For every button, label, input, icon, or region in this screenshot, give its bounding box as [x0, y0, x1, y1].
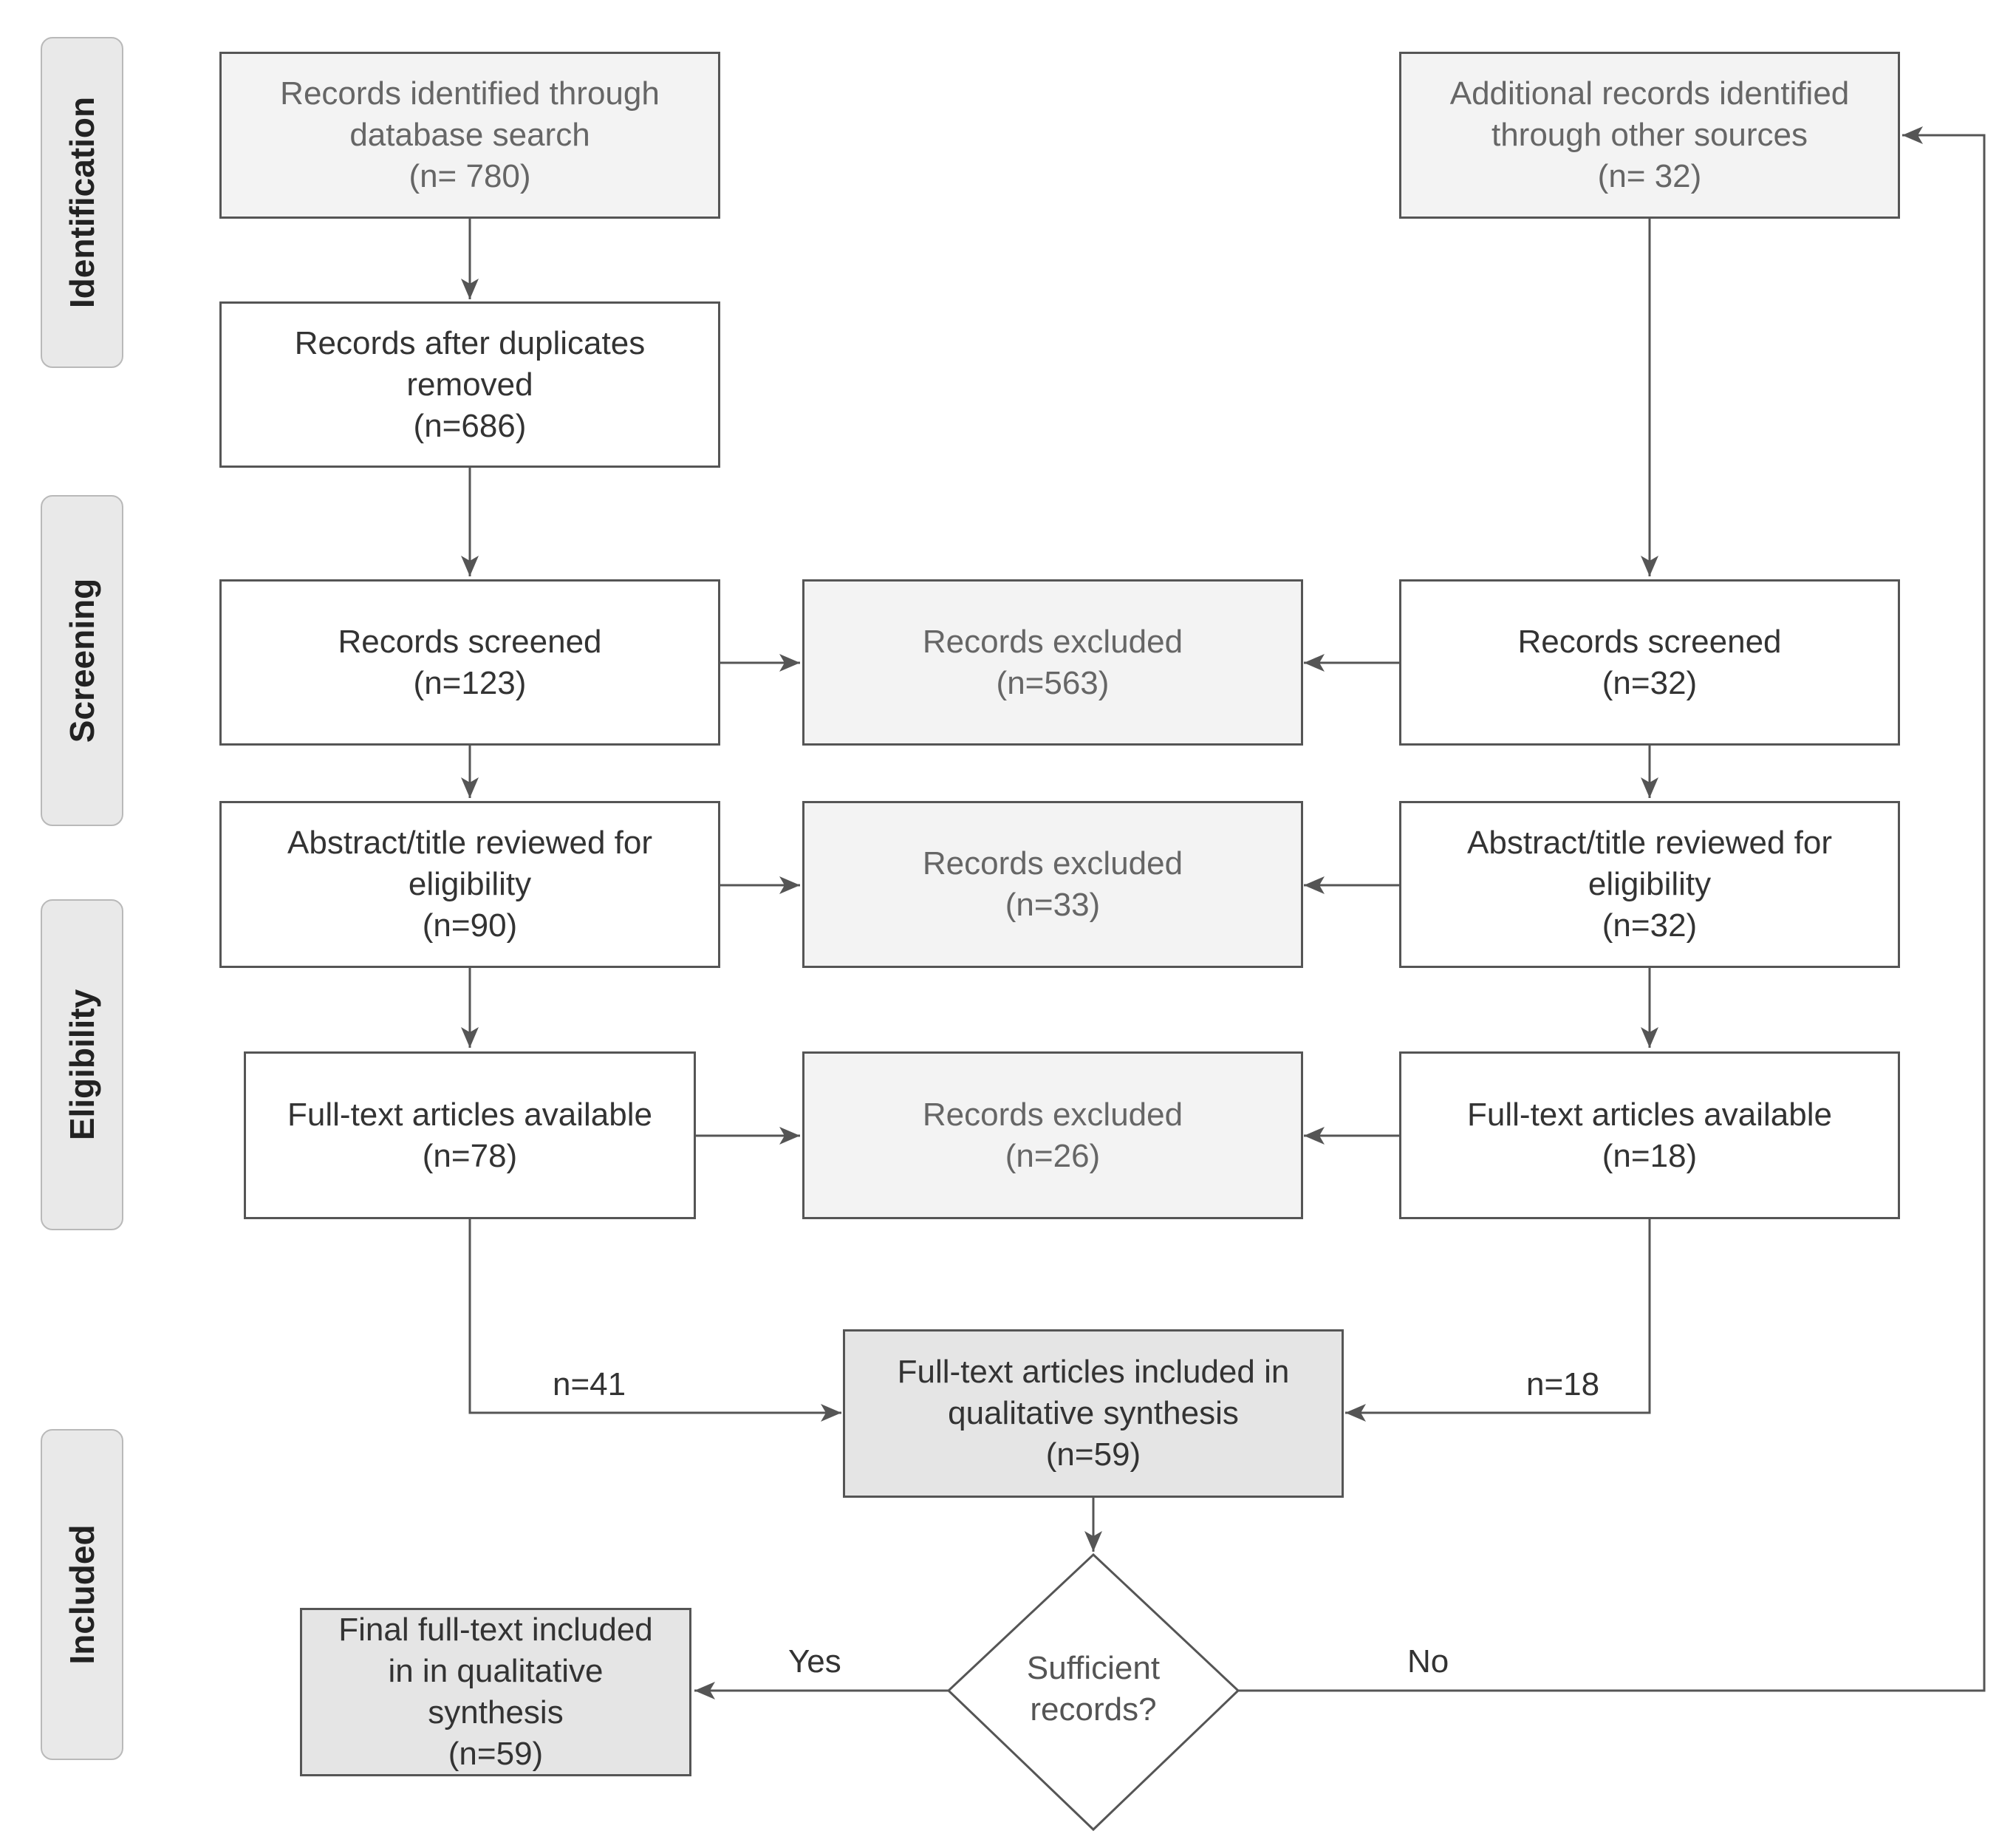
box-line: Additional records identified [1449, 75, 1850, 112]
box-duplicates-removed: Records after duplicates removed (n=686) [219, 301, 720, 468]
box-line: removed [406, 366, 533, 403]
box-other-sources: Additional records identified through ot… [1399, 52, 1900, 219]
box-abstract-reviewed-left: Abstract/title reviewed for eligibility … [219, 801, 720, 968]
box-line: (n=33) [1005, 887, 1101, 923]
box-line: Records after duplicates [294, 324, 646, 361]
box-line: (n=32) [1602, 664, 1698, 701]
box-line: Full-text articles available [1467, 1096, 1832, 1133]
arrow-left-to-synthesis [468, 1219, 841, 1422]
box-line: (n= 32) [1597, 158, 1702, 194]
box-final-included: Final full-text included in in qualitati… [300, 1608, 691, 1776]
box-line: Abstract/title reviewed for [287, 825, 652, 861]
edge-label-left-count: n=41 [553, 1366, 626, 1402]
phase-identification: Identification [41, 37, 123, 368]
box-line: Records screened [338, 623, 602, 660]
box-line: (n= 780) [409, 158, 531, 194]
phase-screening: Screening [41, 495, 123, 826]
box-line: (n=59) [1045, 1436, 1141, 1473]
arrow-no-loop-back [1238, 126, 1986, 1692]
phase-label: Screening [63, 578, 101, 743]
box-line: (n=563) [996, 664, 1110, 701]
box-line: (n=32) [1602, 907, 1698, 944]
box-line: (n=59) [448, 1736, 544, 1772]
decision-line: records? [1030, 1691, 1157, 1728]
box-line: eligibility [1588, 866, 1712, 902]
phase-label: Included [63, 1524, 101, 1665]
box-line: (n=90) [422, 907, 518, 944]
box-line: qualitative synthesis [948, 1395, 1239, 1431]
box-line: in in qualitative [388, 1653, 604, 1689]
box-line: Records excluded [922, 1096, 1183, 1133]
box-line: Records excluded [922, 623, 1183, 660]
box-line: (n=78) [422, 1137, 518, 1174]
box-qualitative-synthesis: Full-text articles included in qualitati… [843, 1329, 1344, 1498]
box-line: database search [349, 117, 590, 153]
box-line: Abstract/title reviewed for [1467, 825, 1832, 861]
edge-label-yes: Yes [788, 1643, 841, 1680]
box-line: synthesis [428, 1694, 564, 1731]
box-line: Records screened [1517, 623, 1782, 660]
box-database-search: Records identified through database sear… [219, 52, 720, 219]
box-line: Full-text articles available [287, 1096, 652, 1133]
box-line: Records excluded [922, 845, 1183, 882]
decision-label: Sufficient records? [983, 1648, 1204, 1731]
phase-label: Eligibility [63, 989, 101, 1141]
phase-included: Included [41, 1429, 123, 1760]
box-line: (n=686) [413, 407, 527, 444]
decision-diamond [946, 1552, 1240, 1832]
box-fulltext-available-right: Full-text articles available (n=18) [1399, 1051, 1900, 1219]
box-records-excluded-1: Records excluded (n=563) [802, 579, 1303, 746]
edge-label-no: No [1407, 1643, 1449, 1680]
decision-line: Sufficient [1026, 1650, 1161, 1686]
box-line: eligibility [408, 866, 532, 902]
edge-label-right-count: n=18 [1526, 1366, 1600, 1402]
box-line: (n=123) [413, 664, 527, 701]
box-records-screened-right: Records screened (n=32) [1399, 579, 1900, 746]
arrow-right-to-synthesis [1345, 1219, 1651, 1422]
box-line: (n=18) [1602, 1137, 1698, 1174]
phase-label: Identification [63, 96, 101, 309]
box-line: Full-text articles included in [897, 1354, 1290, 1390]
box-records-excluded-2: Records excluded (n=33) [802, 801, 1303, 968]
box-line: Records identified through [280, 75, 660, 112]
box-line: through other sources [1491, 117, 1808, 153]
box-records-screened-left: Records screened (n=123) [219, 579, 720, 746]
box-records-excluded-3: Records excluded (n=26) [802, 1051, 1303, 1219]
phase-eligibility: Eligibility [41, 899, 123, 1230]
box-line: (n=26) [1005, 1137, 1101, 1174]
box-fulltext-available-left: Full-text articles available (n=78) [244, 1051, 696, 1219]
box-abstract-reviewed-right: Abstract/title reviewed for eligibility … [1399, 801, 1900, 968]
box-line: Final full-text included [338, 1612, 653, 1648]
